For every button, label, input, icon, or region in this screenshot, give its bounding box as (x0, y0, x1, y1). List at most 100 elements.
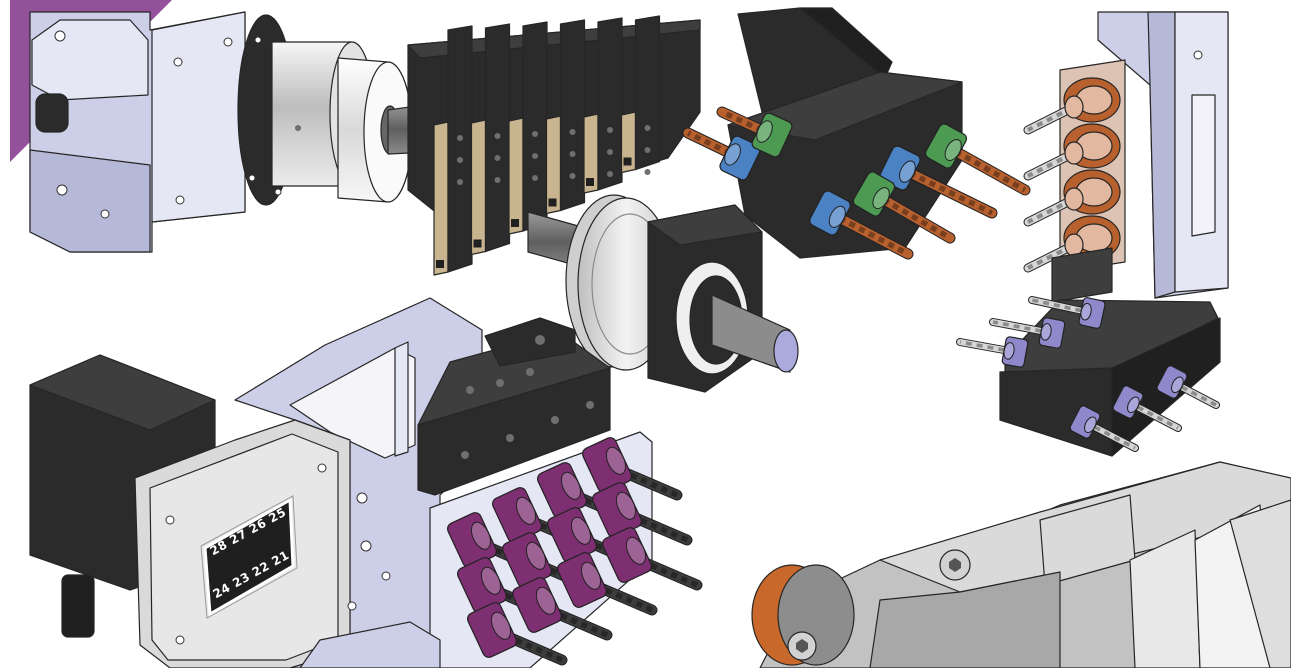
frame-hole (360, 540, 372, 552)
green-collet-nut (944, 139, 962, 162)
bar-hole (586, 401, 594, 409)
green-collet (751, 112, 793, 158)
housing-hole (175, 195, 185, 205)
blade-hole (569, 129, 576, 135)
blue-collet (719, 135, 761, 181)
silver-drill-flute (1027, 198, 1073, 224)
bar-hole (535, 335, 545, 345)
tool-blade (522, 21, 548, 232)
turret-tools (682, 106, 1031, 260)
plate-hole (165, 515, 175, 525)
purple-holder (557, 552, 607, 608)
sleeve-pin (295, 125, 301, 131)
copper-drill-flute (720, 109, 774, 138)
purple-holder-nut (560, 471, 582, 500)
insert-tip (548, 198, 557, 207)
silver-drill-flute (1084, 420, 1136, 450)
purple-holder (602, 527, 652, 583)
number-plate-body (203, 498, 295, 616)
blade-hole (532, 153, 538, 159)
collet-bracket (299, 621, 441, 668)
frame-hole (356, 492, 368, 504)
housing-hole (54, 30, 66, 42)
tool-blade (597, 17, 623, 191)
purple-holder-nut (605, 446, 627, 475)
silver-drill-flute (1027, 244, 1073, 270)
drill-turret (682, 7, 1031, 260)
lilac-holder (1112, 385, 1144, 419)
turret-arm-side (799, 7, 893, 79)
purple-holder-nut (570, 516, 592, 545)
output-shaft-end (773, 329, 799, 373)
lilac-holder-nut (1170, 376, 1184, 394)
blade-hole (494, 177, 501, 183)
flange-hole (254, 36, 262, 44)
insert-tip (473, 239, 482, 248)
vertical-tool-plate (1023, 11, 1229, 299)
purple-holder-nut (490, 611, 512, 640)
tool-insert (433, 121, 449, 276)
blade-hole (494, 133, 501, 139)
purple-holder (592, 482, 642, 538)
insert-tip (436, 260, 444, 268)
copper-holder-nut (1064, 141, 1084, 165)
bar-hole (526, 368, 534, 376)
blade-hole (607, 149, 613, 155)
purple-holder-nut (615, 491, 637, 520)
tool-insert (470, 119, 487, 256)
purple-holder-nut (480, 566, 502, 595)
blade-hole (494, 155, 501, 161)
copper-holder-nut (1064, 95, 1084, 119)
bar-hole (466, 386, 474, 394)
blade-hole (532, 131, 538, 137)
number-plate-border (200, 495, 298, 619)
screw-socket (949, 558, 961, 572)
tool-blade (559, 19, 586, 212)
bar-hole (496, 379, 504, 387)
housing-hole (173, 57, 183, 67)
blue-collet (809, 190, 851, 236)
blue-collet-nut (828, 205, 846, 228)
tool-insert (508, 117, 524, 235)
bar-hole (506, 434, 514, 442)
silver-drill-flute (1127, 400, 1179, 430)
purple-holder (537, 462, 587, 518)
frame-rail (394, 341, 409, 457)
purple-holder (502, 532, 552, 588)
unit-plate (1129, 529, 1201, 668)
blade-hole (607, 127, 613, 133)
spindle-housing (29, 11, 246, 253)
flange-hole (274, 188, 282, 196)
lilac-holder-nut (1127, 396, 1140, 414)
blade-hole (644, 147, 651, 153)
silver-drill-flute (959, 340, 1016, 354)
copper-holder-nut (1064, 187, 1084, 211)
drive-shaft-assembly (527, 194, 799, 393)
purple-holder-nut (525, 541, 547, 570)
gang-blades (433, 15, 661, 276)
insert-tip (511, 219, 519, 227)
lilac-holder-nut (1080, 302, 1092, 321)
lilac-holder-nut (1084, 416, 1097, 434)
lilac-holder (1069, 405, 1101, 439)
green-collet (924, 123, 968, 169)
blade-hole (569, 151, 576, 157)
blue-collet-nut (899, 160, 916, 183)
purple-holder (457, 557, 507, 613)
silver-drill (1024, 196, 1076, 226)
insert-tip (586, 178, 594, 186)
purple-holder (467, 602, 517, 658)
silver-drill (1024, 150, 1076, 180)
plate-strip (1147, 11, 1176, 299)
insert-tip (623, 157, 632, 166)
blade-hole (457, 135, 463, 141)
lilac-holder-nut (1040, 323, 1052, 341)
motor-cylinder (61, 574, 95, 638)
shaft-flange-top (647, 204, 763, 246)
green-collet-nut (872, 187, 890, 210)
blue-collet-nut (724, 143, 741, 166)
motor-unit: 28 27 26 25 24 23 22 21 (29, 297, 483, 668)
lilac-holder (1078, 297, 1106, 329)
block-tools (956, 296, 1220, 452)
lower-right-unit (751, 461, 1291, 668)
